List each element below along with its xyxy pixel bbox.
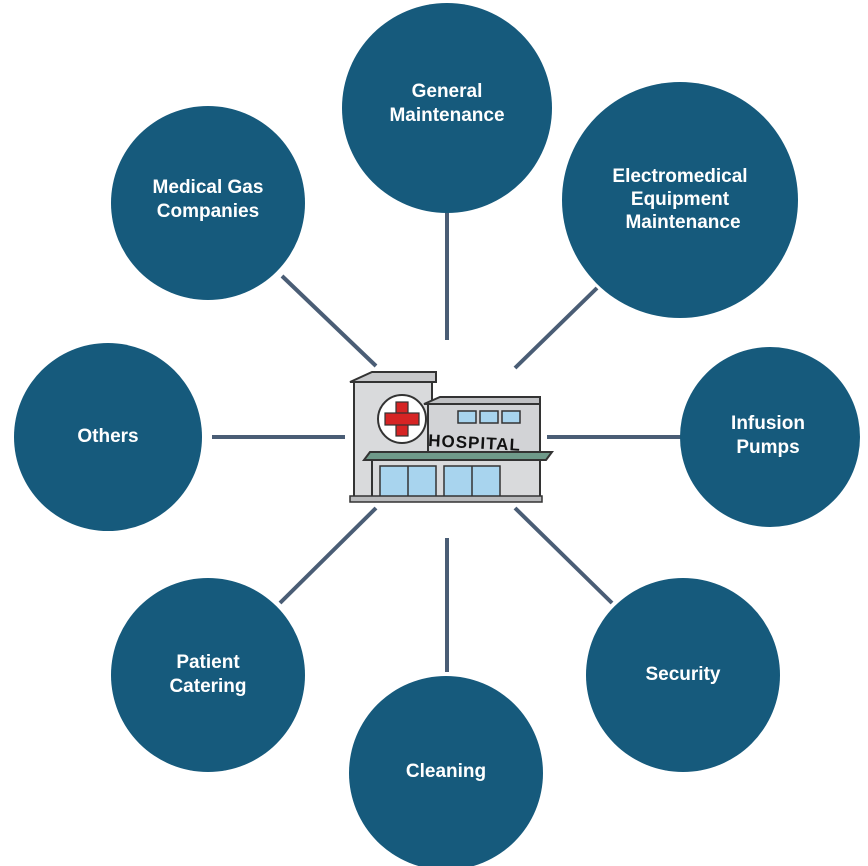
node-label-line: Infusion	[731, 413, 805, 434]
connector-security	[513, 506, 614, 605]
node-cleaning: Cleaning	[349, 676, 543, 866]
node-label-line: Pumps	[736, 437, 799, 458]
node-security: Security	[586, 578, 780, 772]
node-label-line: General	[412, 81, 483, 102]
node-label-line: Others	[77, 426, 138, 447]
node-label-line: Catering	[169, 676, 246, 697]
node-label-line: Electromedical	[612, 166, 747, 187]
node-label-line: Medical Gas	[153, 177, 264, 198]
node-electromedical-equipment-maintenance: Electromedical Equipment Maintenance	[562, 82, 798, 318]
node-label-line: Maintenance	[389, 105, 504, 126]
red-cross-icon	[377, 394, 427, 444]
node-label-line: Maintenance	[625, 212, 740, 233]
connector-patient-catering	[278, 506, 378, 605]
node-label-line: Equipment	[631, 189, 730, 210]
hospital-building-icon: HOSPITAL	[349, 371, 554, 503]
node-medical-gas-companies: Medical Gas Companies	[111, 106, 305, 300]
connector-electromedical-equipment-maintenance	[513, 286, 599, 370]
connector-medical-gas-companies	[280, 274, 378, 368]
node-label-line: Companies	[157, 201, 259, 222]
node-others: Others	[14, 343, 202, 531]
node-infusion-pumps: Infusion Pumps	[680, 347, 860, 527]
node-patient-catering: Patient Catering	[111, 578, 305, 772]
connectors	[212, 208, 683, 672]
node-label-line: Security	[646, 664, 721, 685]
node-label-line: Patient	[176, 652, 240, 673]
node-general-maintenance: General Maintenance	[342, 3, 552, 213]
hospital-sign: HOSPITAL	[428, 431, 522, 455]
node-label-line: Cleaning	[406, 761, 486, 782]
